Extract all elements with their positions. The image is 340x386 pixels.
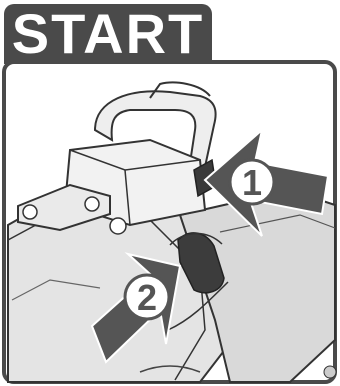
title-tab: START [4,4,212,64]
step-2-label: 2 [137,277,157,318]
step-1-label: 1 [242,162,262,203]
page-title: START [12,6,205,62]
